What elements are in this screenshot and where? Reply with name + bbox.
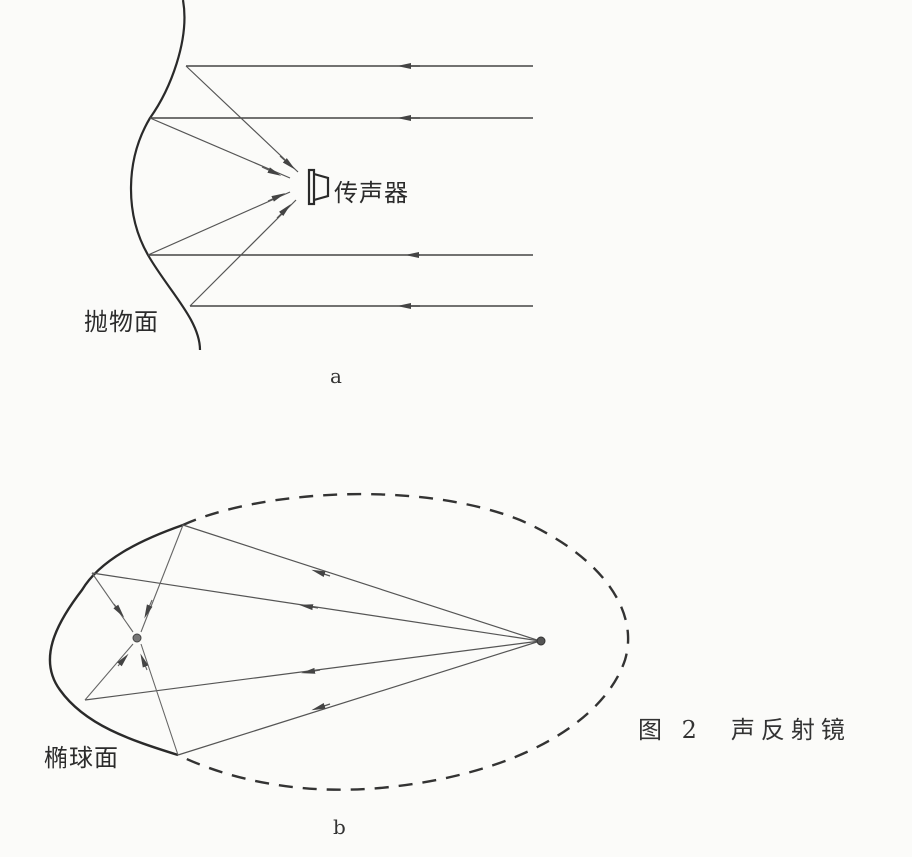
outgoing-rays [84, 524, 541, 756]
ellipsoidal-surface-label: 椭球面 [44, 744, 119, 772]
ellipsoidal-surface [48, 523, 184, 757]
incoming-rays [148, 63, 533, 309]
reflected-rays [147, 65, 299, 307]
ellipse-dashed-portion [177, 492, 630, 791]
near-focus-point [132, 633, 142, 643]
microphone-icon [307, 168, 330, 206]
figure-title: 声反射镜 [730, 716, 851, 744]
figure-caption: 图 2 声反射镜 [638, 710, 851, 745]
converging-rays [84, 524, 184, 756]
figure-number: 图 2 [638, 716, 703, 744]
panel-b-subcaption: b [333, 815, 346, 839]
panel-b [48, 492, 630, 791]
far-focus-point [536, 636, 546, 646]
panel-a-subcaption: a [330, 364, 342, 388]
parabolic-surface-label: 抛物面 [84, 308, 159, 336]
panel-a [129, 0, 533, 351]
receiver-label: 传声器 [334, 179, 409, 207]
parabolic-surface [129, 0, 202, 351]
